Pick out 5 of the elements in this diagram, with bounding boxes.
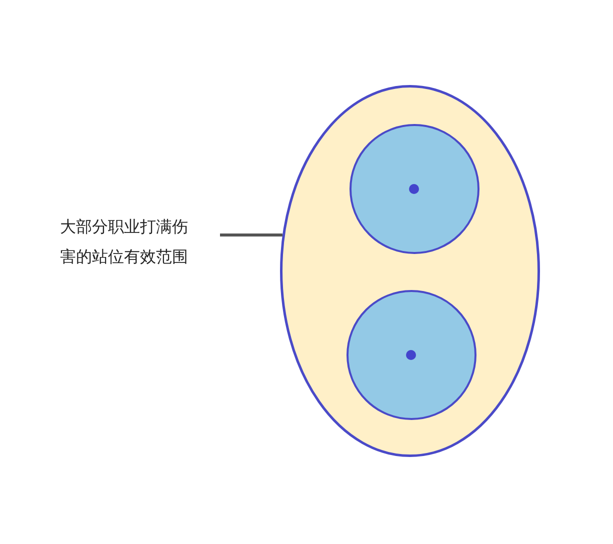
- center-dot: [409, 184, 419, 194]
- callout-text: 大部分职业打满伤害的站位有效范围: [60, 212, 200, 274]
- leader-line: [220, 234, 282, 236]
- range-ellipse: [280, 85, 540, 457]
- center-dot: [406, 350, 416, 360]
